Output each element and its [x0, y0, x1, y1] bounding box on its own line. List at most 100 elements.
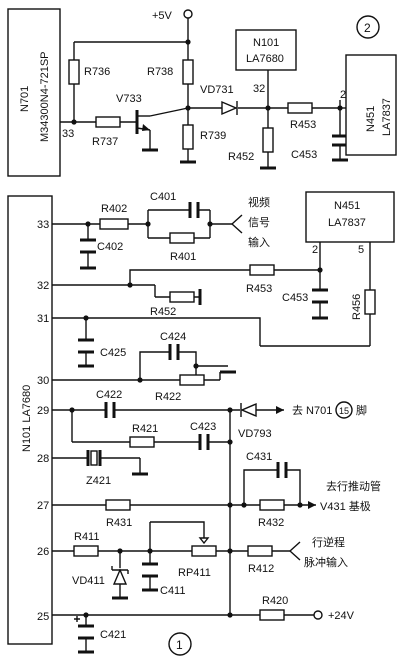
c423-label: C423: [190, 421, 216, 433]
vd731-diode: [221, 100, 238, 116]
c431-label: C431: [246, 451, 272, 463]
circled-15: 15: [339, 406, 349, 416]
r421-label: R421: [132, 423, 158, 435]
n101-top-pin32: 32: [253, 83, 265, 95]
z421-label: Z421: [86, 475, 111, 487]
to-n701-suffix: 脚: [356, 403, 367, 417]
r420-label: R420: [262, 595, 288, 607]
video-input-arrow: [231, 214, 243, 234]
r736-label: R736: [84, 66, 110, 78]
v733-transistor: [135, 110, 158, 152]
to-drive-arrow: [308, 501, 316, 509]
r737-label: R737: [92, 136, 118, 148]
r453-resistor: [287, 102, 313, 114]
c425-label: C425: [100, 347, 126, 359]
pin-31: 31: [37, 313, 49, 325]
r452-resistor: [262, 127, 274, 153]
vd731-label: VD731: [200, 84, 234, 96]
to-line-drive-text: 去行推动管: [326, 479, 381, 493]
r412-label: R412: [248, 563, 274, 575]
c422-capacitor: [104, 402, 116, 418]
n101-main-box: [7, 195, 53, 645]
c421-capacitor: [74, 616, 94, 640]
c424-label: C424: [160, 331, 186, 343]
pin-28: 28: [37, 453, 49, 465]
c421-label: C421: [100, 629, 126, 641]
n451-main-part: LA7837: [328, 217, 366, 229]
r453b-label: R453: [246, 283, 272, 295]
c401-capacitor: [188, 202, 200, 218]
c422-label: C422: [96, 389, 122, 401]
pin-33: 33: [37, 219, 49, 231]
marker-top: 2: [364, 21, 371, 35]
pin-27: 27: [37, 500, 49, 512]
c402-capacitor: [80, 238, 96, 254]
z421-crystal: [86, 450, 102, 466]
n701-name: N701: [19, 86, 31, 112]
r456-label: R456: [351, 294, 363, 320]
v431-base-text: V431 基极: [320, 499, 371, 513]
r411-resistor: [73, 545, 99, 557]
flyback-input-line2: 脉冲输入: [304, 555, 348, 569]
c411-capacitor: [142, 562, 158, 578]
c453b-label: C453: [282, 292, 308, 304]
plus5v-label: +5V: [152, 10, 173, 22]
c431-capacitor: [276, 462, 288, 478]
plus24v-terminal: [313, 610, 323, 620]
circled-15-ring: [335, 401, 353, 419]
r402-label: R402: [101, 203, 127, 215]
r432-resistor: [259, 499, 285, 511]
pin-29: 29: [37, 405, 49, 417]
r738-resistor: [182, 59, 194, 85]
n101-top-part: LA7680: [246, 53, 284, 65]
flyback-input-arrow: [289, 541, 301, 561]
v733-label: V733: [116, 93, 142, 105]
r431-resistor: [105, 499, 131, 511]
r739-resistor: [182, 124, 194, 150]
r421-resistor: [129, 436, 155, 448]
r739-label: R739: [200, 130, 226, 142]
c453-label: C453: [291, 149, 317, 161]
n701-pin33: 33: [62, 128, 74, 140]
r411-label: R411: [74, 531, 99, 543]
r412-resistor: [247, 545, 273, 557]
r737-resistor: [95, 116, 121, 128]
r432-label: R432: [258, 517, 284, 529]
n451-top-box: [345, 54, 397, 156]
c453b-capacitor: [312, 288, 328, 304]
r456-resistor: [364, 289, 376, 315]
pin-26: 26: [37, 546, 49, 558]
pin-25: 25: [37, 611, 49, 623]
video-input-line2: 信号: [248, 216, 270, 229]
vd793-diode: [240, 402, 257, 418]
video-input-line1: 视频: [248, 195, 270, 209]
c402-label: C402: [97, 241, 123, 253]
to-n701-arrow: [276, 406, 284, 414]
marker-bottom-circle: [168, 632, 192, 656]
top-circuit: +5V 2 N701 M34300N4-721SP 33 R736 R738 R…: [7, 8, 397, 177]
vd793-label: VD793: [238, 428, 272, 440]
r453b-resistor: [249, 264, 275, 276]
r422-resistor: [179, 374, 205, 386]
c411-label: C411: [160, 585, 185, 597]
vd411-zener: [111, 566, 129, 585]
r431-label: R431: [106, 517, 132, 529]
n451-main-pin2: 2: [312, 244, 318, 256]
r452b-resistor: [169, 291, 195, 303]
n101-main-label: N101 LA7680: [21, 385, 33, 452]
r401-resistor: [169, 232, 195, 244]
pin-32: 32: [37, 280, 49, 292]
marker-top-circle: [356, 15, 380, 39]
c423-capacitor: [198, 434, 210, 450]
r420-resistor: [259, 609, 285, 621]
n451-top-pin2: 2: [340, 89, 346, 101]
r736-resistor: [68, 59, 80, 85]
r402-resistor: [99, 218, 129, 230]
n451-top-name: N451: [365, 106, 377, 132]
rp411-label: RP411: [178, 567, 211, 579]
c401-label: C401: [150, 191, 176, 203]
n451-main-name: N451: [334, 200, 360, 212]
r401-label: R401: [170, 251, 196, 263]
video-input-line3: 输入: [248, 235, 270, 249]
